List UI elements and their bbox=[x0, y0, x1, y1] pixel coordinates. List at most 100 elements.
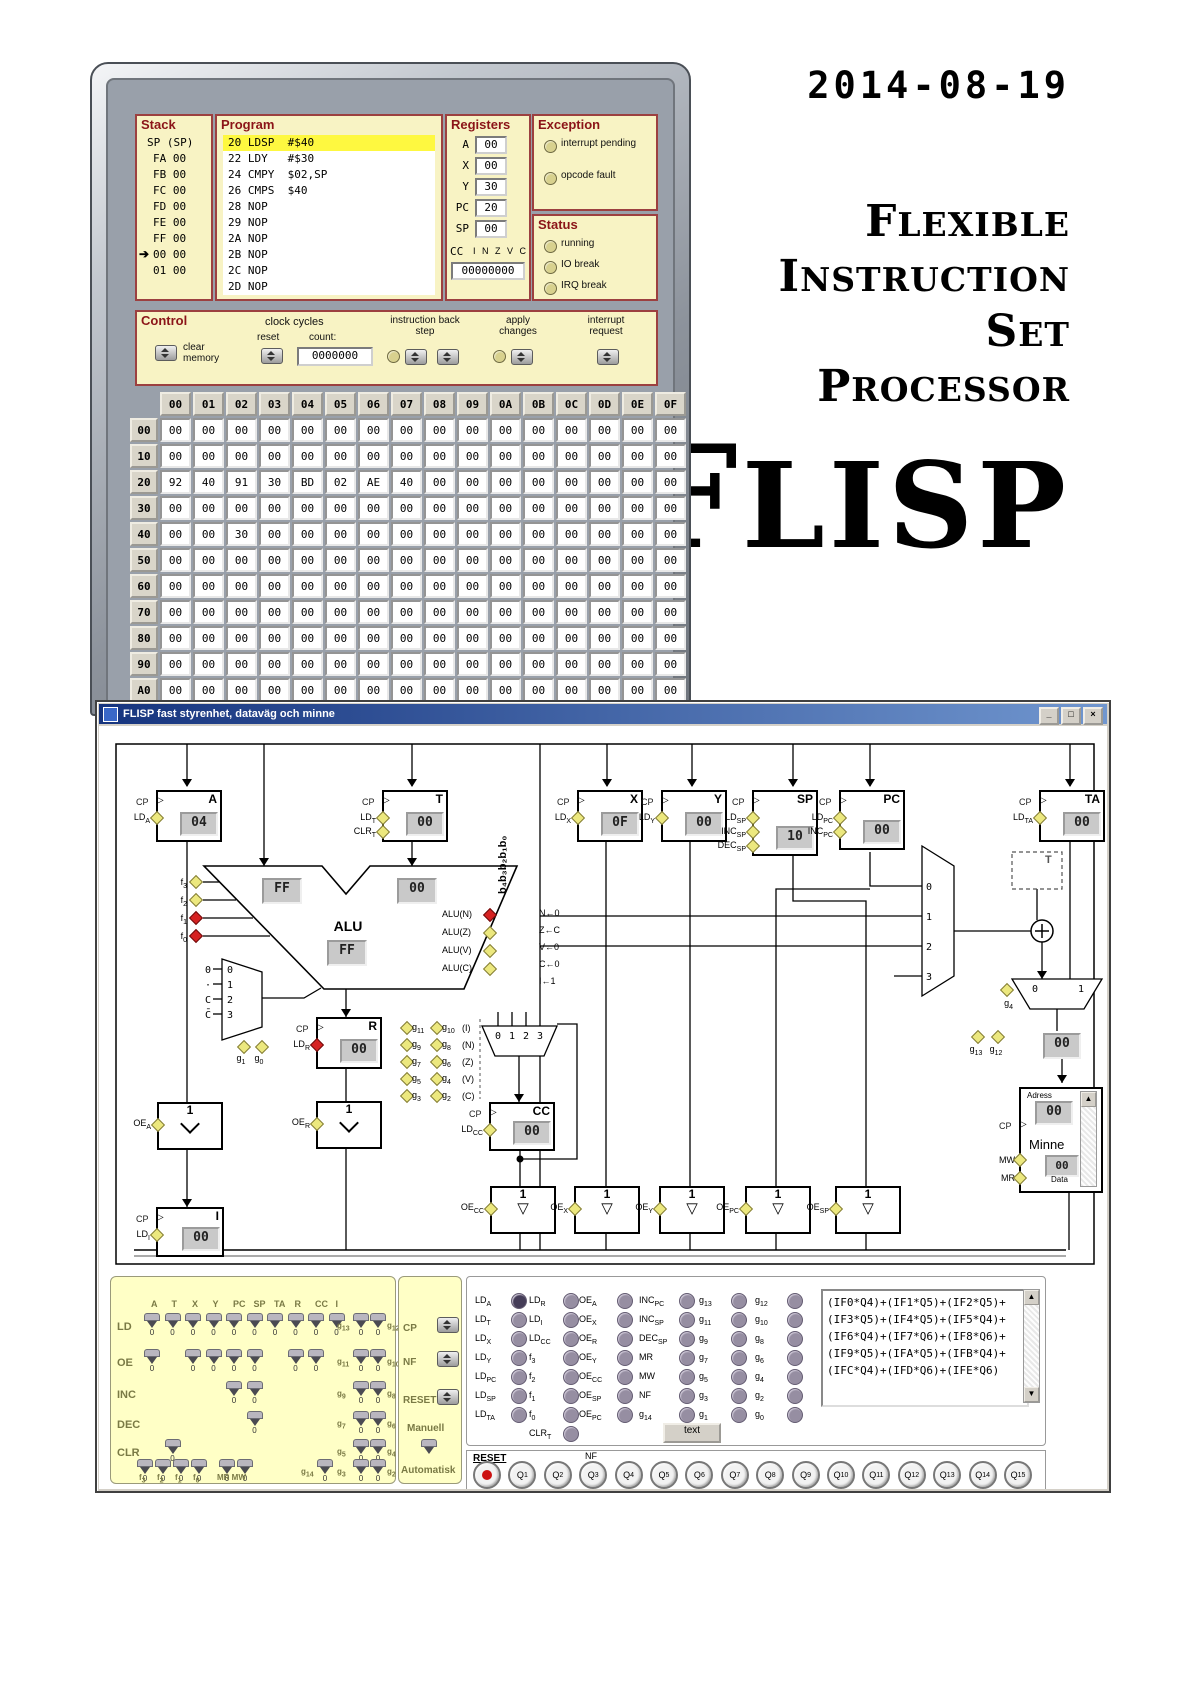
program-line[interactable]: 24 CMPY $02,SP bbox=[228, 168, 328, 181]
memory-cell-00-10[interactable]: 00 bbox=[490, 418, 521, 442]
switch-g4[interactable]: 0 bbox=[370, 1439, 386, 1463]
switch-f2[interactable]: 0 bbox=[155, 1459, 171, 1483]
sim-register-value-X[interactable]: 00 bbox=[475, 157, 507, 175]
memory-cell-10-4[interactable]: 00 bbox=[292, 444, 323, 468]
scroll-up-icon[interactable]: ▲ bbox=[1081, 1092, 1096, 1107]
switch-LD-I[interactable]: 0 bbox=[328, 1313, 345, 1337]
minimize-button[interactable]: _ bbox=[1039, 707, 1059, 725]
switch-CLR-T[interactable]: 0 bbox=[164, 1439, 181, 1463]
switch-LD-Y[interactable]: 0 bbox=[205, 1313, 222, 1337]
memory-cell-60-11[interactable]: 00 bbox=[523, 574, 554, 598]
memory-cell-40-12[interactable]: 00 bbox=[556, 522, 587, 546]
switch-OE-PC[interactable]: 0 bbox=[226, 1349, 242, 1373]
memory-cell-10-0[interactable]: 00 bbox=[160, 444, 191, 468]
memory-cell-A0-13[interactable]: 00 bbox=[589, 678, 620, 702]
switch-LD-X[interactable]: 0 bbox=[185, 1313, 201, 1337]
memory-cell-70-5[interactable]: 00 bbox=[325, 600, 356, 624]
memory-cell-60-5[interactable]: 00 bbox=[325, 574, 356, 598]
program-line[interactable]: 2B NOP bbox=[228, 248, 268, 261]
memory-cell-20-7[interactable]: 40 bbox=[391, 470, 422, 494]
switch-g9[interactable]: 0 bbox=[353, 1381, 369, 1405]
memory-cell-00-7[interactable]: 00 bbox=[391, 418, 422, 442]
memory-cell-70-8[interactable]: 00 bbox=[424, 600, 455, 624]
switch-OE-R[interactable]: 0 bbox=[287, 1349, 304, 1373]
memory-cell-00-13[interactable]: 00 bbox=[589, 418, 620, 442]
memory-cell-50-5[interactable]: 00 bbox=[325, 548, 356, 572]
memory-cell-00-5[interactable]: 00 bbox=[325, 418, 356, 442]
memory-cell-A0-7[interactable]: 00 bbox=[391, 678, 422, 702]
memory-cell-40-9[interactable]: 00 bbox=[457, 522, 488, 546]
memory-cell-60-12[interactable]: 00 bbox=[556, 574, 587, 598]
memory-cell-50-14[interactable]: 00 bbox=[622, 548, 653, 572]
memory-cell-00-8[interactable]: 00 bbox=[424, 418, 455, 442]
memory-cell-10-10[interactable]: 00 bbox=[490, 444, 521, 468]
cp-button[interactable] bbox=[437, 1317, 459, 1333]
memory-cell-60-3[interactable]: 00 bbox=[259, 574, 290, 598]
reset-button[interactable] bbox=[437, 1389, 459, 1405]
memory-cell-80-9[interactable]: 00 bbox=[457, 626, 488, 650]
memory-cell-30-0[interactable]: 00 bbox=[160, 496, 191, 520]
switch-LD-TA[interactable]: 0 bbox=[267, 1313, 283, 1337]
memory-cell-70-0[interactable]: 00 bbox=[160, 600, 191, 624]
switch-MW[interactable]: 0 bbox=[237, 1459, 253, 1483]
memory-cell-10-14[interactable]: 00 bbox=[622, 444, 653, 468]
memory-cell-00-6[interactable]: 00 bbox=[358, 418, 389, 442]
memory-cell-40-6[interactable]: 00 bbox=[358, 522, 389, 546]
memory-cell-90-7[interactable]: 00 bbox=[391, 652, 422, 676]
reset-button[interactable] bbox=[261, 348, 283, 364]
memory-cell-20-1[interactable]: 40 bbox=[193, 470, 224, 494]
memory-cell-60-2[interactable]: 00 bbox=[226, 574, 257, 598]
memory-cell-60-9[interactable]: 00 bbox=[457, 574, 488, 598]
switch-INC-SP[interactable]: 0 bbox=[246, 1381, 263, 1405]
switch-LD-SP[interactable]: 0 bbox=[246, 1313, 263, 1337]
memory-cell-20-6[interactable]: AE bbox=[358, 470, 389, 494]
memory-cell-20-10[interactable]: 00 bbox=[490, 470, 521, 494]
program-line[interactable]: 26 CMPS $40 bbox=[228, 184, 308, 197]
memory-cell-A0-0[interactable]: 00 bbox=[160, 678, 191, 702]
memory-cell-50-0[interactable]: 00 bbox=[160, 548, 191, 572]
memory-cell-50-4[interactable]: 00 bbox=[292, 548, 323, 572]
memory-cell-00-0[interactable]: 00 bbox=[160, 418, 191, 442]
memory-cell-50-1[interactable]: 00 bbox=[193, 548, 224, 572]
memory-cell-90-10[interactable]: 00 bbox=[490, 652, 521, 676]
memory-cell-30-4[interactable]: 00 bbox=[292, 496, 323, 520]
count-field[interactable]: 0000000 bbox=[297, 347, 373, 366]
program-line[interactable]: 29 NOP bbox=[228, 216, 268, 229]
memory-cell-70-2[interactable]: 00 bbox=[226, 600, 257, 624]
switch-MR[interactable]: 0 bbox=[219, 1459, 235, 1483]
memory-cell-30-14[interactable]: 00 bbox=[622, 496, 653, 520]
memory-cell-70-11[interactable]: 00 bbox=[523, 600, 554, 624]
memory-cell-80-1[interactable]: 00 bbox=[193, 626, 224, 650]
memory-cell-40-10[interactable]: 00 bbox=[490, 522, 521, 546]
memory-cell-90-14[interactable]: 00 bbox=[622, 652, 653, 676]
memory-cell-90-11[interactable]: 00 bbox=[523, 652, 554, 676]
memory-cell-10-9[interactable]: 00 bbox=[457, 444, 488, 468]
memory-cell-60-8[interactable]: 00 bbox=[424, 574, 455, 598]
program-line[interactable]: 2A NOP bbox=[228, 232, 268, 245]
memory-cell-80-2[interactable]: 00 bbox=[226, 626, 257, 650]
switch-LD-T[interactable]: 0 bbox=[164, 1313, 181, 1337]
memory-cell-90-0[interactable]: 00 bbox=[160, 652, 191, 676]
memory-cell-90-4[interactable]: 00 bbox=[292, 652, 323, 676]
sim-register-value-PC[interactable]: 20 bbox=[475, 199, 507, 217]
memory-cell-70-14[interactable]: 00 bbox=[622, 600, 653, 624]
memory-cell-20-11[interactable]: 00 bbox=[523, 470, 554, 494]
memory-cell-20-12[interactable]: 00 bbox=[556, 470, 587, 494]
memory-cell-30-7[interactable]: 00 bbox=[391, 496, 422, 520]
memory-cell-20-2[interactable]: 91 bbox=[226, 470, 257, 494]
switch-LD-R[interactable]: 0 bbox=[287, 1313, 304, 1337]
memory-cell-A0-8[interactable]: 00 bbox=[424, 678, 455, 702]
memory-cell-30-11[interactable]: 00 bbox=[523, 496, 554, 520]
memory-cell-60-10[interactable]: 00 bbox=[490, 574, 521, 598]
memory-cell-00-9[interactable]: 00 bbox=[457, 418, 488, 442]
memory-cell-A0-9[interactable]: 00 bbox=[457, 678, 488, 702]
memory-cell-90-13[interactable]: 00 bbox=[589, 652, 620, 676]
memory-cell-20-13[interactable]: 00 bbox=[589, 470, 620, 494]
memory-cell-10-7[interactable]: 00 bbox=[391, 444, 422, 468]
memory-cell-90-2[interactable]: 00 bbox=[226, 652, 257, 676]
memory-cell-00-11[interactable]: 00 bbox=[523, 418, 554, 442]
memory-cell-A0-15[interactable]: 00 bbox=[655, 678, 686, 702]
switch-g11[interactable]: 0 bbox=[353, 1349, 369, 1373]
memory-cell-90-3[interactable]: 00 bbox=[259, 652, 290, 676]
switch-OE-A[interactable]: 0 bbox=[144, 1349, 160, 1373]
